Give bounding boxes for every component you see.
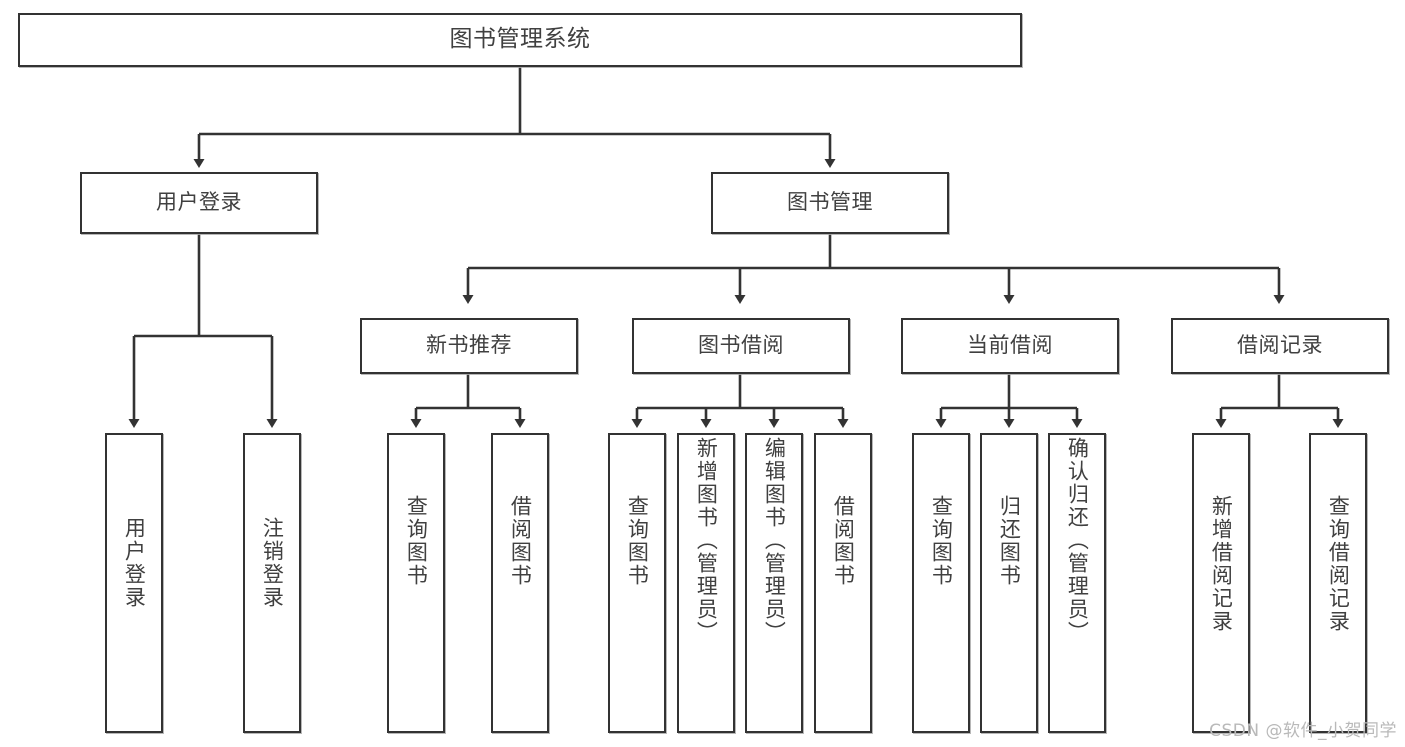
node-root-label: 图书管理系统 [449, 26, 591, 53]
node-current-borrow-label: 当前借阅 [967, 333, 1053, 358]
node-leaf-logout-label: 注销登录 [260, 517, 285, 609]
watermark: CSDN @软件_小贺同学 [1209, 721, 1397, 741]
node-leaf-query-book-3[interactable]: 查询图书 [912, 433, 970, 733]
node-leaf-confirm-return[interactable]: 确认归还（管理员） [1048, 433, 1106, 733]
node-leaf-return-book[interactable]: 归还图书 [980, 433, 1038, 733]
node-new-book-recommend[interactable]: 新书推荐 [360, 318, 578, 374]
node-leaf-add-record[interactable]: 新增借阅记录 [1192, 433, 1250, 733]
node-user-login[interactable]: 用户登录 [80, 172, 318, 234]
node-leaf-logout[interactable]: 注销登录 [243, 433, 301, 733]
node-leaf-add-record-label: 新增借阅记录 [1209, 495, 1234, 633]
node-book-borrow-label: 图书借阅 [698, 333, 784, 358]
node-book-borrow[interactable]: 图书借阅 [632, 318, 850, 374]
node-leaf-query-record-label: 查询借阅记录 [1326, 495, 1351, 633]
node-current-borrow[interactable]: 当前借阅 [901, 318, 1119, 374]
node-leaf-return-book-label: 归还图书 [997, 495, 1022, 587]
node-leaf-borrow-book-1-label: 借阅图书 [508, 495, 533, 587]
node-leaf-query-book-1[interactable]: 查询图书 [387, 433, 445, 733]
node-leaf-add-book-label: 新增图书（管理员） [694, 437, 719, 644]
node-leaf-add-book[interactable]: 新增图书（管理员） [677, 433, 735, 733]
node-leaf-user-login-label: 用户登录 [122, 517, 147, 609]
node-leaf-query-book-1-label: 查询图书 [404, 495, 429, 587]
node-new-book-recommend-label: 新书推荐 [426, 333, 512, 358]
node-leaf-edit-book-label: 编辑图书（管理员） [762, 437, 787, 644]
node-leaf-borrow-book-2-label: 借阅图书 [831, 495, 856, 587]
node-user-login-label: 用户登录 [156, 190, 242, 215]
node-leaf-edit-book[interactable]: 编辑图书（管理员） [745, 433, 803, 733]
node-book-manage-label: 图书管理 [787, 190, 873, 215]
node-leaf-query-book-2[interactable]: 查询图书 [608, 433, 666, 733]
node-borrow-record-label: 借阅记录 [1237, 333, 1323, 358]
node-leaf-query-record[interactable]: 查询借阅记录 [1309, 433, 1367, 733]
node-leaf-query-book-3-label: 查询图书 [929, 495, 954, 587]
node-leaf-borrow-book-1[interactable]: 借阅图书 [491, 433, 549, 733]
node-leaf-query-book-2-label: 查询图书 [625, 495, 650, 587]
node-root[interactable]: 图书管理系统 [18, 13, 1022, 67]
node-leaf-user-login[interactable]: 用户登录 [105, 433, 163, 733]
node-book-manage[interactable]: 图书管理 [711, 172, 949, 234]
node-borrow-record[interactable]: 借阅记录 [1171, 318, 1389, 374]
node-leaf-borrow-book-2[interactable]: 借阅图书 [814, 433, 872, 733]
node-leaf-confirm-return-label: 确认归还（管理员） [1065, 437, 1090, 644]
